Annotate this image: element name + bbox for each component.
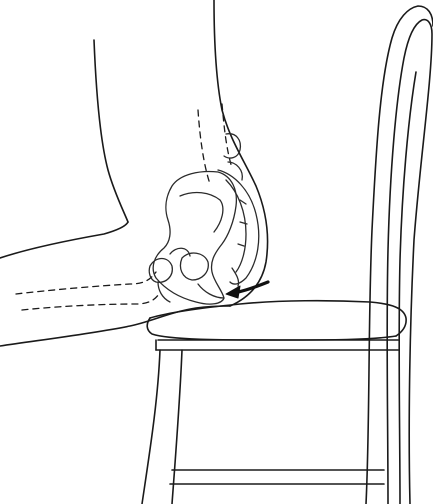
ischium [198,284,224,298]
torso-back-line [214,0,268,306]
spine-dashed [198,110,210,184]
sacrum-tick-3 [238,244,244,246]
vertebra-lower [228,162,242,180]
arrow-head [226,286,240,298]
ilium-outline [153,172,236,305]
chair-seat-front [147,318,396,340]
femur-lower-dashed [22,292,160,310]
chair-front-leg-right [172,350,182,504]
ilium-inner-ridge [180,193,223,232]
chair-back-inner-rail [387,20,432,504]
torso-front-line [94,40,128,222]
femur-upper-dashed [16,272,156,294]
thigh-top-line [0,222,128,258]
sacrum-outline [218,170,259,284]
chair-seat-top [150,301,406,336]
femoral-neck [158,282,170,302]
obturator-foramen [180,253,208,280]
chair-front-leg-left [142,350,160,504]
chair-back-inner-edge [399,72,416,504]
